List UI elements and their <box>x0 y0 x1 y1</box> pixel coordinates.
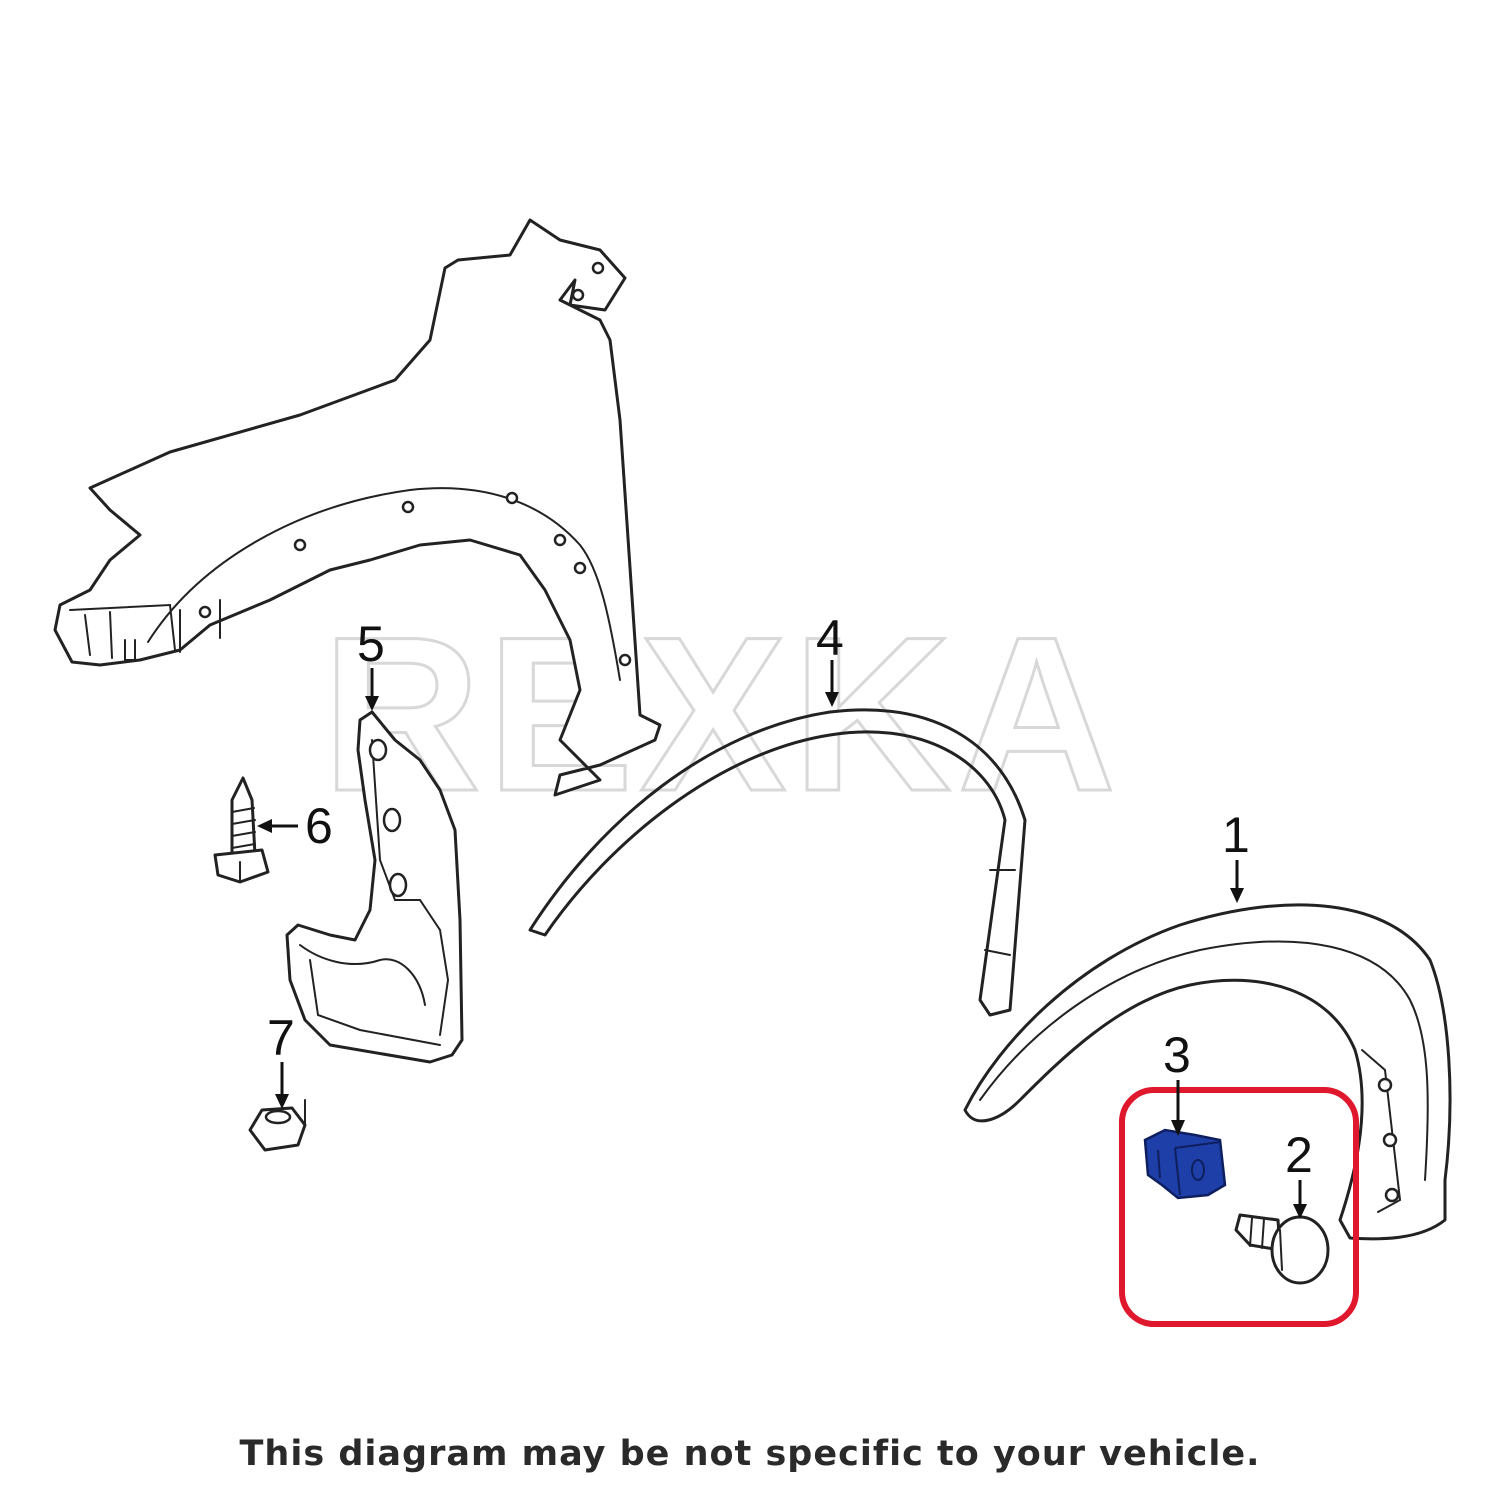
disclaimer-text: This diagram may be not specific to your… <box>239 1434 1261 1474</box>
fender-panel <box>53 218 662 797</box>
highlight-box <box>1119 1087 1359 1327</box>
bolt-fastener-2 <box>1234 1213 1330 1285</box>
callout-5: 5 <box>357 616 385 672</box>
retainer-clip-3 <box>1143 1128 1227 1200</box>
callout-2: 2 <box>1285 1127 1313 1183</box>
callout-6: 6 <box>305 798 333 854</box>
callout-arrows <box>257 660 1307 1219</box>
clip-body <box>1143 1128 1227 1200</box>
watermark-text: REXKA <box>322 591 1122 837</box>
callout-3: 3 <box>1163 1027 1191 1083</box>
mud-flap <box>285 710 464 1064</box>
arch-molding-strip <box>528 708 1027 1017</box>
callout-7: 7 <box>267 1010 295 1066</box>
fender-flare <box>963 903 1452 1241</box>
callout-1: 1 <box>1222 807 1250 863</box>
callout-4: 4 <box>816 610 844 666</box>
screw-fastener-6 <box>213 776 270 884</box>
nut-fastener-7 <box>248 1099 307 1152</box>
